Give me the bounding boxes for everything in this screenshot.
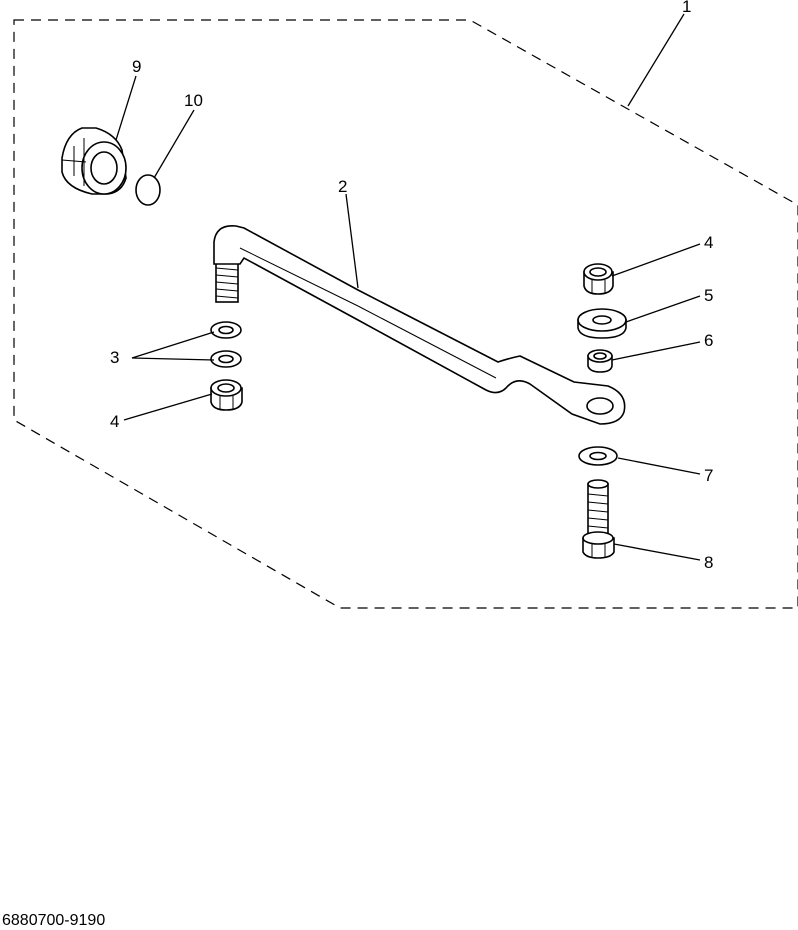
callout-4-left: 4 xyxy=(110,412,119,431)
callout-2: 2 xyxy=(338,177,347,196)
callout-8: 8 xyxy=(704,553,713,572)
callout-9: 9 xyxy=(132,57,141,76)
o-ring-part xyxy=(135,174,161,206)
leader-lines xyxy=(115,13,701,561)
drawing-code: 6880700-9190 xyxy=(2,912,106,929)
collar-part xyxy=(587,349,613,373)
nut-left-part xyxy=(210,379,243,411)
nut-right-part xyxy=(583,263,614,295)
callout-1: 1 xyxy=(682,0,691,16)
callout-5: 5 xyxy=(704,286,713,305)
callout-10: 10 xyxy=(184,91,203,110)
washer-right-part xyxy=(578,446,618,466)
large-washer-part xyxy=(577,308,627,339)
drag-link-part xyxy=(213,225,626,425)
flange-nut-part xyxy=(61,127,127,195)
bolt-part xyxy=(582,479,615,559)
callout-3: 3 xyxy=(110,348,119,367)
callout-6: 6 xyxy=(704,331,713,350)
washer-pair-part xyxy=(210,321,242,368)
callout-4-right: 4 xyxy=(704,233,713,252)
callout-7: 7 xyxy=(704,466,713,485)
